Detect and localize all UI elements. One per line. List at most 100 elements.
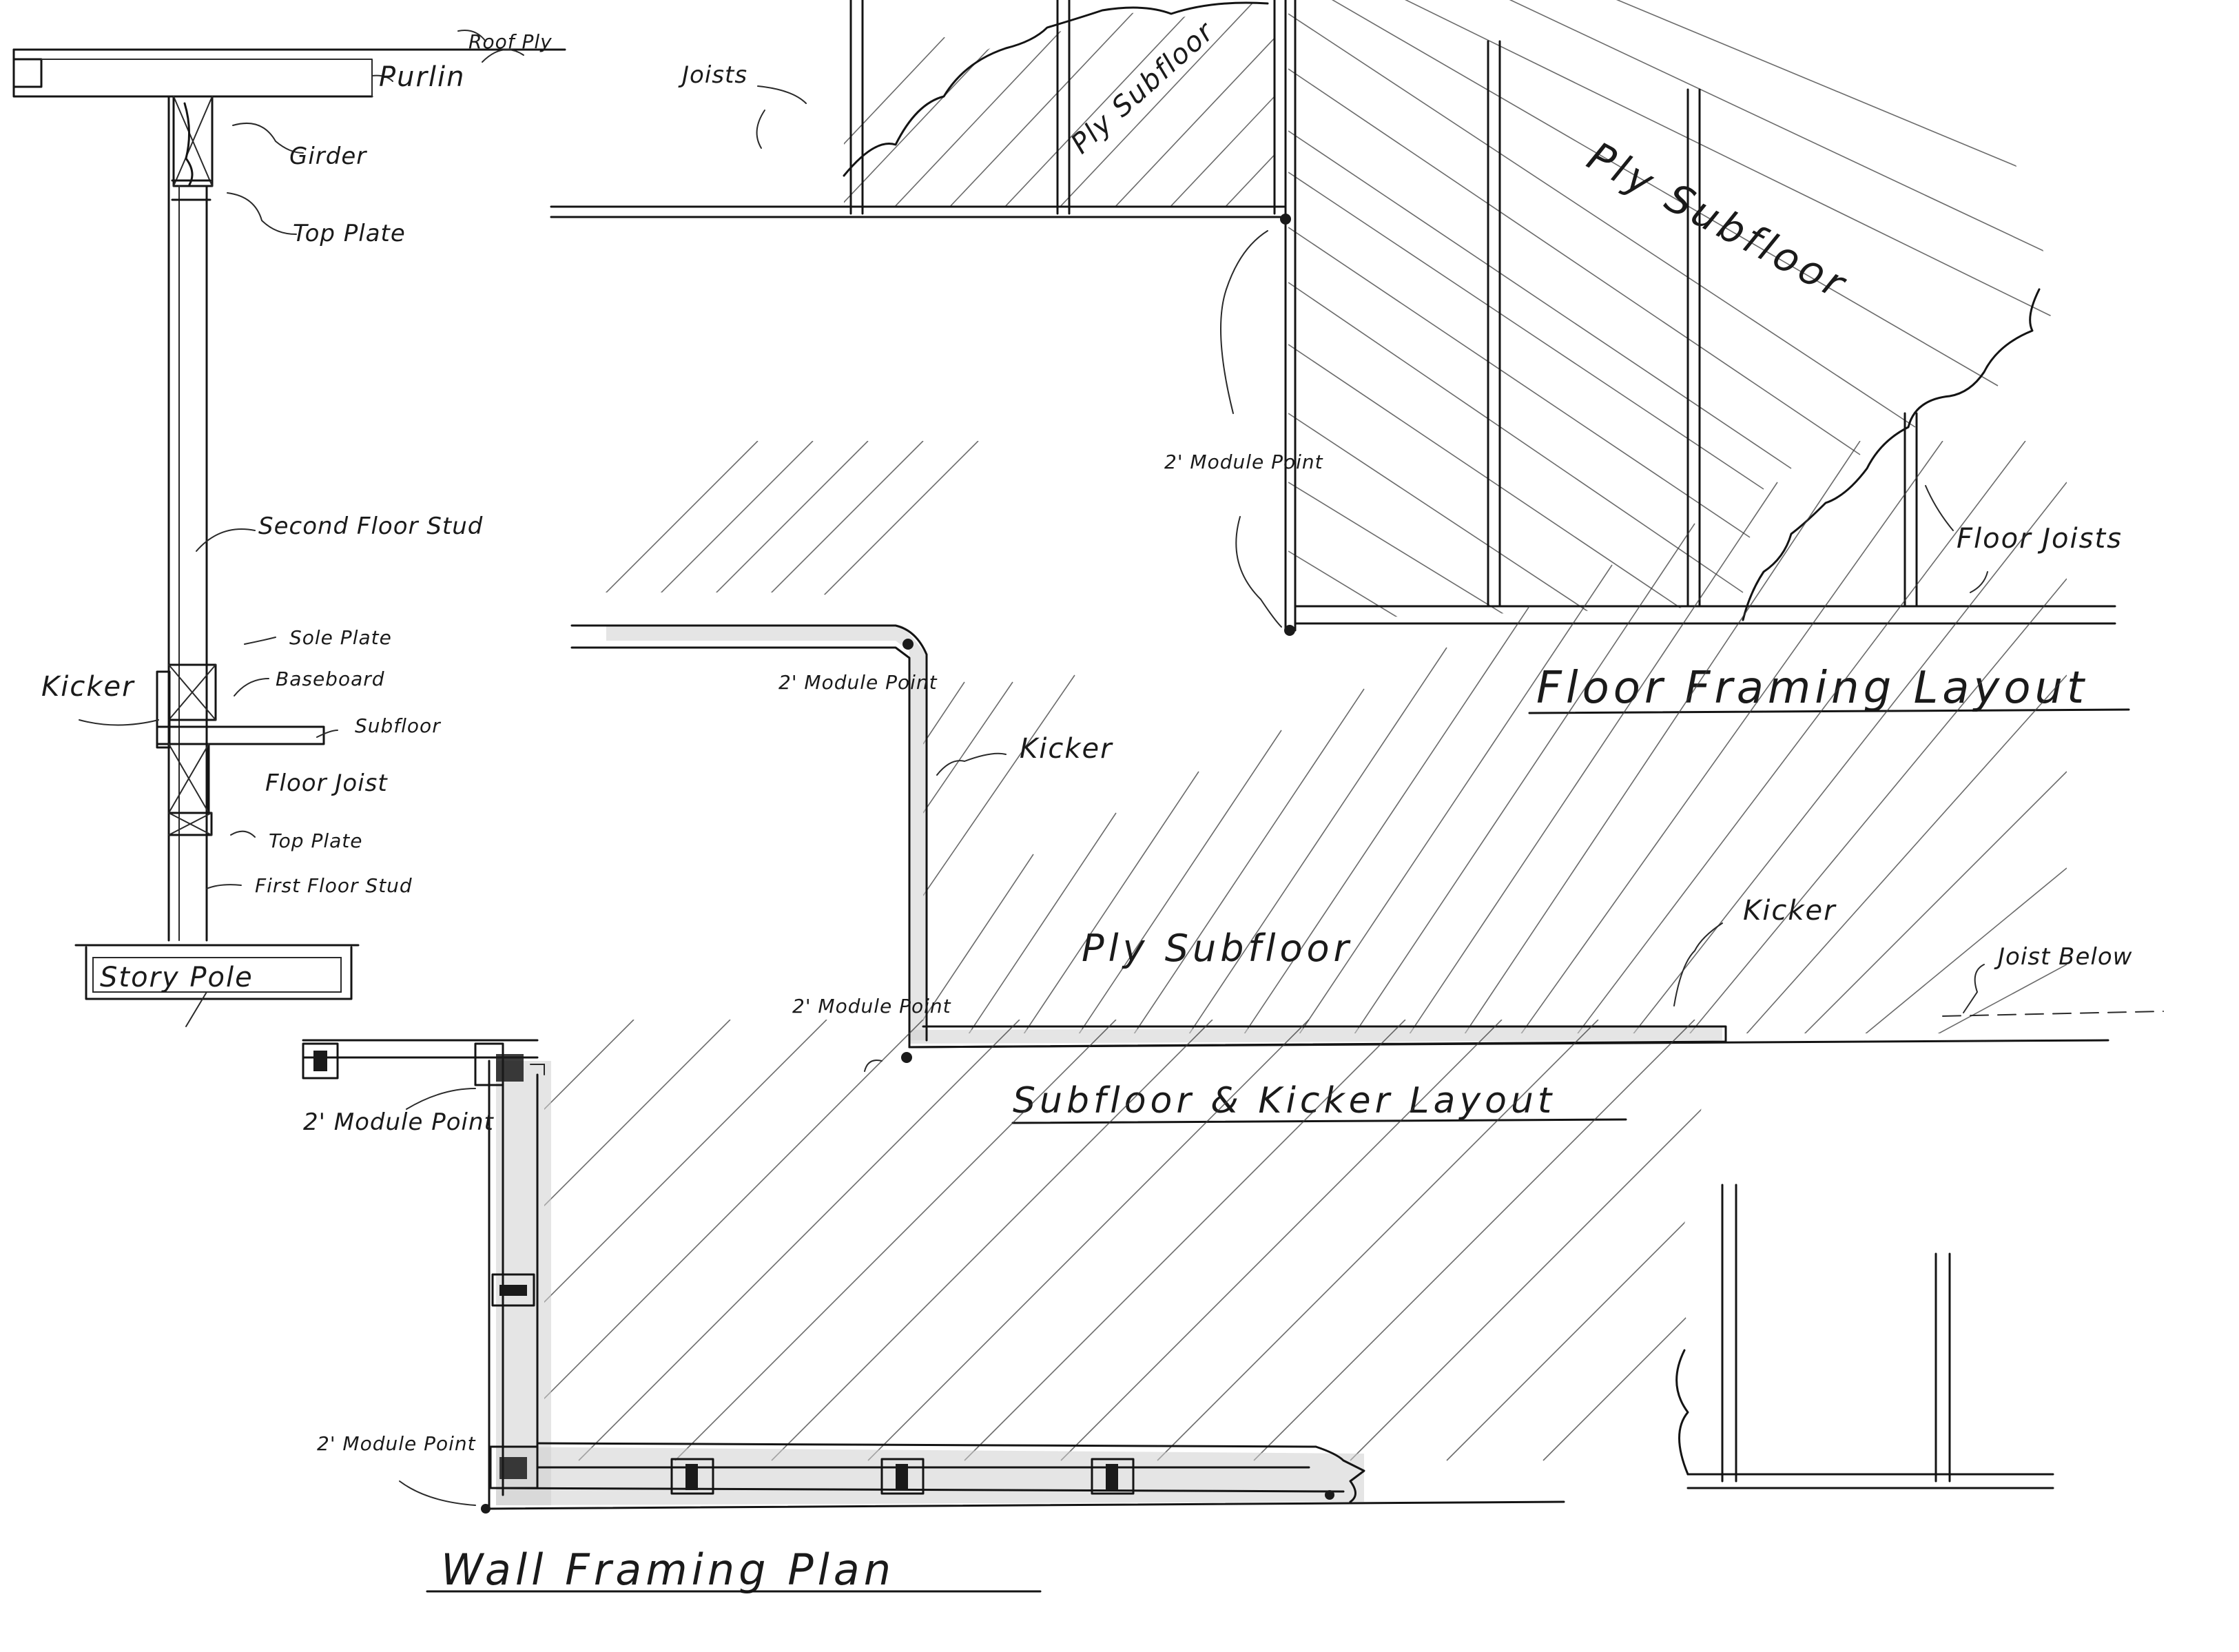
subfloor-plank (157, 725, 325, 745)
floor-framing-title: Floor Framing Layout (1536, 663, 2088, 714)
purlin-label: Purlin (379, 61, 466, 93)
ff-module-point-label: 2' Module Point (1164, 451, 1323, 473)
wf-bottom-wall-shade (496, 1447, 1364, 1505)
ff-module-leader-down (1235, 516, 1282, 628)
wf-right-stud-b (1934, 1252, 1951, 1483)
sole-plate-cross (168, 664, 216, 721)
sk-kicker-vertical-leader (936, 752, 1007, 776)
wf-corner-stud-core (496, 1054, 524, 1082)
story-pole-title-box (85, 946, 353, 1000)
purlin-end (12, 58, 43, 88)
floor-joist-cross (168, 743, 209, 814)
purlin-leader (371, 74, 393, 82)
ff-joist-left (849, 0, 864, 215)
sk-hatch (592, 441, 2067, 1033)
floor-joists-leader-2 (1970, 571, 1988, 593)
joists-leader-2 (756, 110, 765, 149)
floor-framing-section: Joists Ply Subfloor Ply Subfloor 2' Modu… (550, 0, 2130, 714)
top-plate-leader (227, 192, 297, 235)
wf-tear-end (1314, 1445, 1365, 1503)
wf-right-plate (1686, 1473, 2054, 1489)
wf-top-stud-a (302, 1042, 339, 1080)
second-floor-stud-leader (196, 528, 256, 552)
subfloor-kicker-section: 2' Module Point Kicker Ply Subfloor Kick… (570, 441, 2164, 1124)
wf-module-dot-end (1325, 1490, 1334, 1500)
story-pole-inner-box (92, 957, 342, 993)
sk-base-line (908, 1039, 2109, 1049)
ff-module-dot-bottom (1284, 625, 1295, 636)
girder-block (172, 95, 214, 187)
ff-module-dot-top (1280, 214, 1291, 225)
sk-kicker-outer (570, 624, 928, 1042)
ff-joist-corner (1273, 0, 1287, 632)
wf-top-stud-a-core (313, 1051, 327, 1071)
wf-mid-stud (491, 1273, 535, 1307)
ff-module-leader-up (1220, 230, 1268, 414)
wf-corner-bottom-stud (489, 1445, 539, 1489)
lower-top-plate-cross (168, 812, 212, 836)
wf-left-wall (488, 1060, 539, 1510)
wf-module-point-bottom-label: 2' Module Point (317, 1432, 476, 1455)
ff-joist-3 (1686, 88, 1701, 608)
kicker-block (156, 670, 171, 749)
sk-module-point-top-label: 2' Module Point (778, 671, 938, 694)
girder-grain (183, 102, 194, 186)
sk-kicker-shade-horizontal (909, 1026, 1722, 1044)
subfloor-kicker-underline (1011, 1118, 1627, 1124)
ff-floor-joists-label: Floor Joists (1957, 523, 2123, 555)
sk-joist-below-label: Joist Below (1994, 943, 2132, 971)
wf-module-point-top-label: 2' Module Point (303, 1108, 495, 1136)
ff-joist-2 (1487, 40, 1501, 608)
subfloor-label: Subfloor (355, 714, 441, 737)
wf-mid-stud-core (499, 1285, 527, 1296)
ff-joist-mid (1056, 0, 1071, 215)
sk-kicker-horizontal-leader (1673, 922, 1723, 1006)
purlin-outline (12, 48, 373, 98)
ff-right-hatch (1288, 0, 2060, 620)
baseboard-label: Baseboard (276, 668, 385, 690)
wf-module-top-leader (406, 1088, 476, 1110)
wf-module-dot-corner (481, 1504, 491, 1514)
ff-joist-4 (1903, 412, 1918, 608)
wf-right-stud-a (1721, 1184, 1737, 1483)
girder-leader (232, 122, 304, 154)
purlin-body (41, 59, 373, 97)
kicker-label: Kicker (41, 671, 135, 703)
story-pole-section: Roof Ply Purlin Girder Top Plate Second … (12, 30, 566, 1027)
wf-hatch (544, 1020, 1722, 1461)
joists-leader (757, 85, 807, 104)
floor-joist-label: Floor Joist (265, 770, 388, 797)
sk-module-bottom-leader (864, 1060, 883, 1072)
wf-right-tear (1675, 1349, 1689, 1476)
ff-ply-subfloor-large-label: Ply Subfloor (1580, 132, 1856, 309)
wall-framing-section: 2' Module Point 2' Module Point Wall Fra… (302, 1020, 2054, 1595)
lower-top-plate (167, 812, 213, 836)
lower-top-plate-leader (230, 830, 256, 838)
roof-ply-label: Roof Ply (468, 30, 553, 53)
sole-plate-label: Sole Plate (289, 626, 392, 649)
ff-right-tear-edge (1742, 288, 2041, 621)
sole-plate-leader (244, 637, 276, 645)
girder-cross (173, 96, 213, 187)
wf-left-wall-shade (496, 1061, 551, 1505)
wall-framing-title: Wall Framing Plan (441, 1545, 895, 1595)
sk-joist-below-leader (1963, 964, 1985, 1013)
wf-module-bottom-leader (399, 1480, 476, 1506)
subfloor-kicker-title: Subfloor & Kicker Layout (1013, 1080, 1556, 1122)
sk-module-dot-top (902, 639, 914, 650)
baseboard-leader (234, 678, 269, 696)
sk-joist-below-dashed (1942, 1011, 2164, 1017)
wf-studs-bottom (670, 1458, 1135, 1495)
ff-left-tear-edge (843, 1, 1269, 177)
story-pole-title: Story Pole (100, 962, 254, 993)
kicker-leader (79, 719, 159, 726)
wf-corner-bottom-core (499, 1457, 527, 1479)
ff-top-rim (550, 205, 1287, 218)
ff-ply-subfloor-small-label: Ply Subfloor (1065, 15, 1221, 160)
floor-framing-underline (1528, 708, 2130, 714)
upper-top-plate (171, 179, 211, 201)
sk-kicker-inner (570, 646, 911, 1049)
subfloor-leader (316, 730, 338, 738)
sk-module-dot-bottom (901, 1052, 912, 1063)
